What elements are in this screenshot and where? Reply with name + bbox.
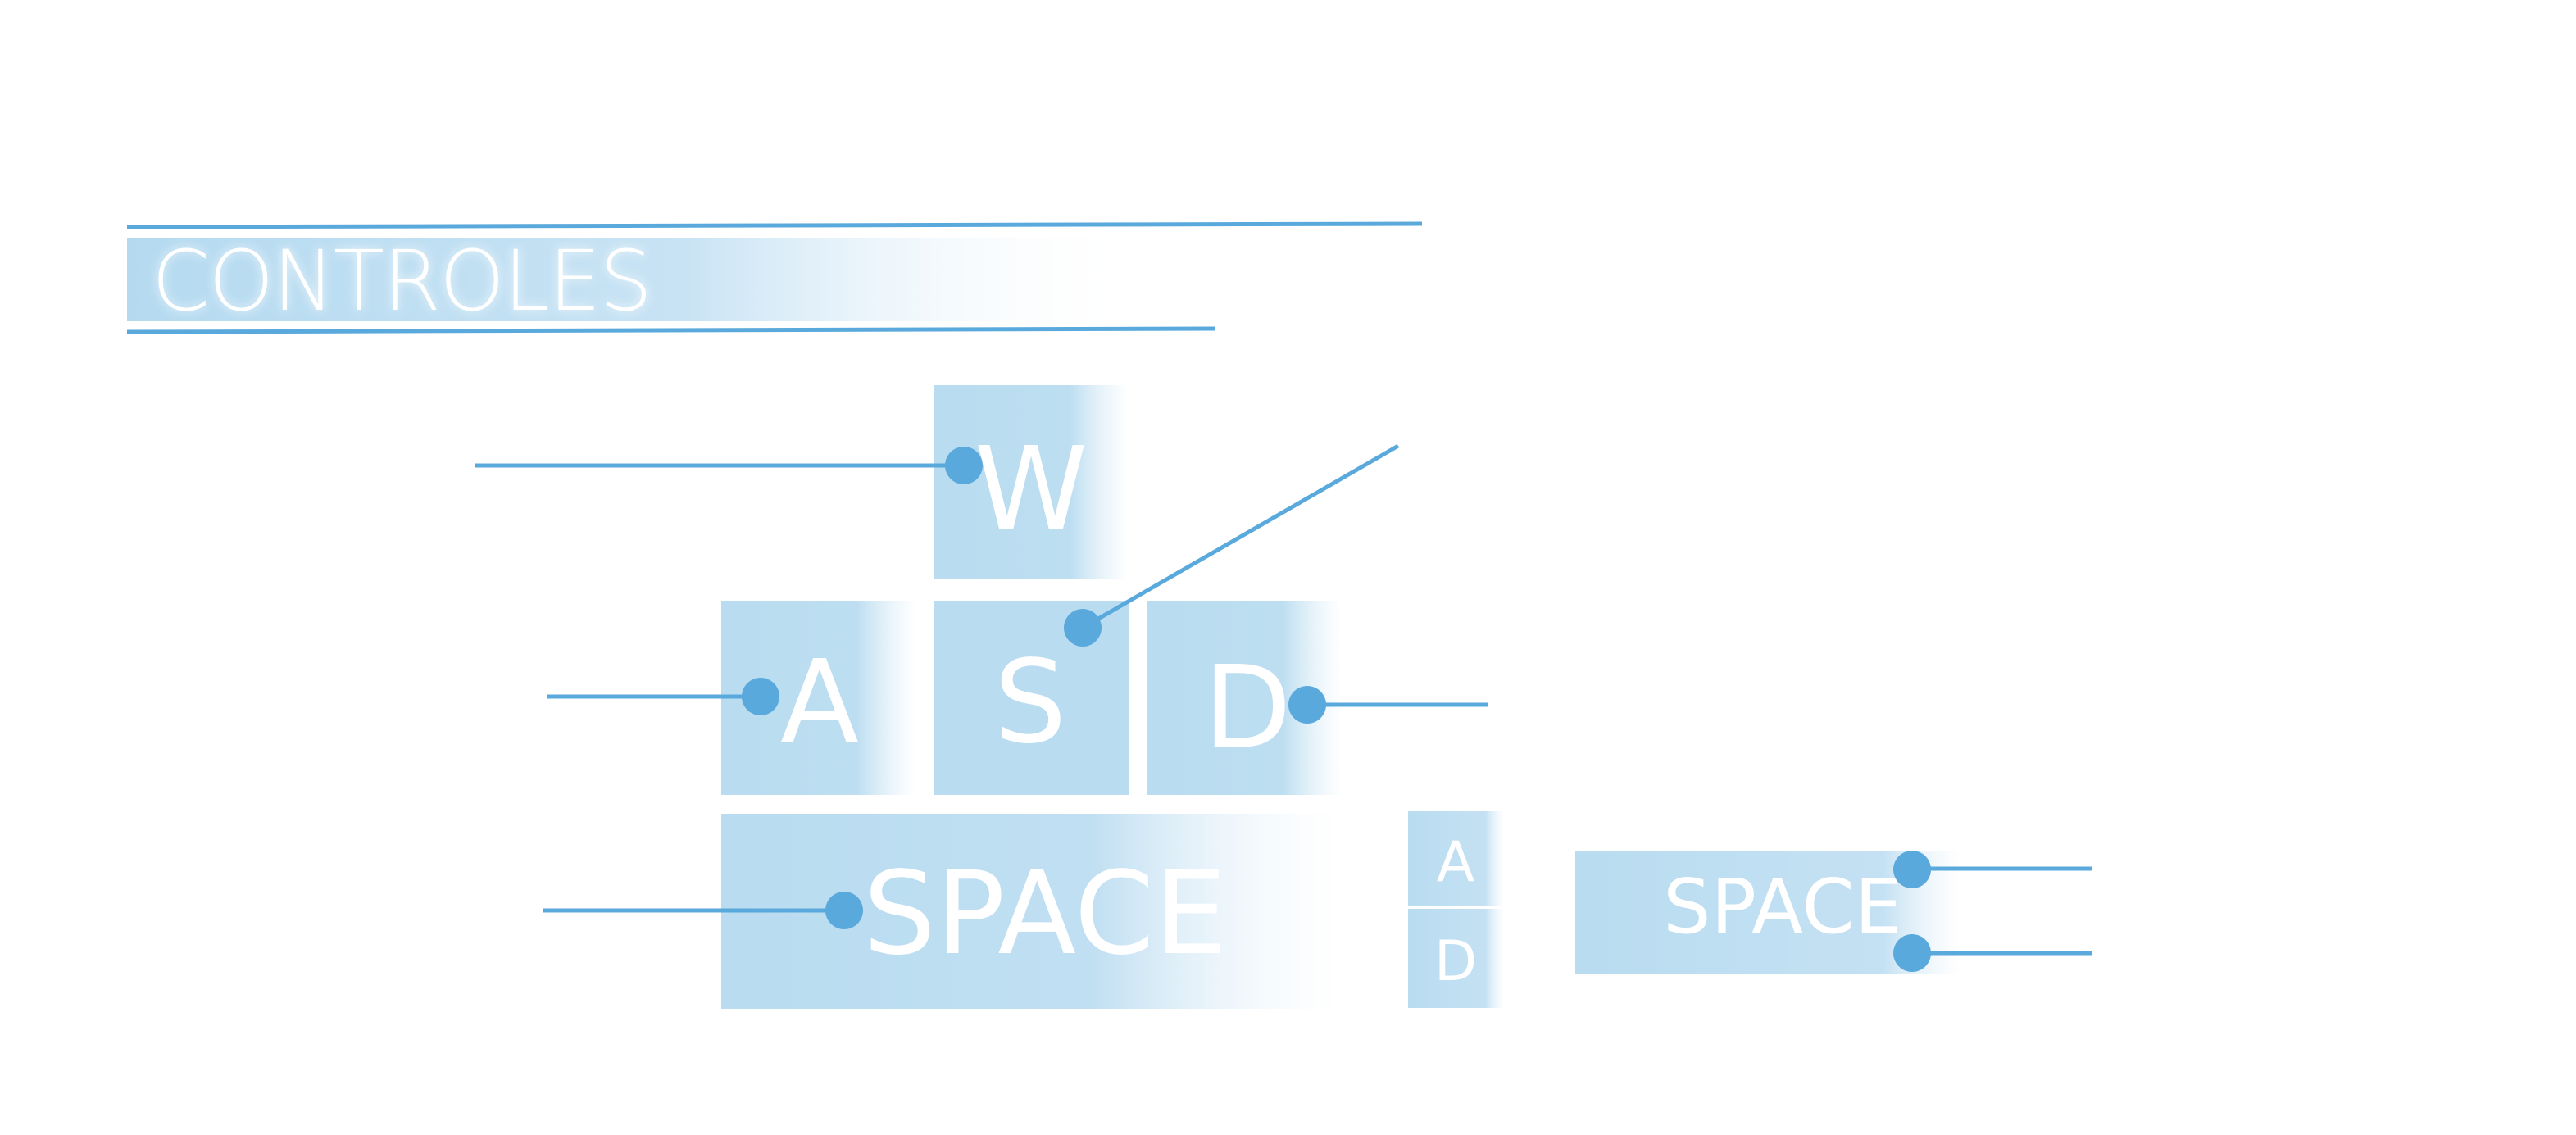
combo-bottom-label: D [1434,929,1477,994]
key-a-label: A [780,636,859,770]
key-w-label: W [975,423,1088,556]
callout-a-dot [742,678,779,715]
page-title: CONTROLES [152,233,651,330]
callout-space [543,892,863,929]
callout-space-dot [825,892,863,929]
combo-top-label: A [1437,830,1475,895]
callout-s-line [1081,443,1400,630]
callout-a [547,678,779,715]
key-d-label: D [1203,642,1292,775]
callout-w-dot [945,447,983,484]
callout-combo-bottom [1893,934,2092,972]
callout-combo-top [1893,851,2092,888]
title-banner: CONTROLES [126,221,1423,334]
callout-w [475,447,983,484]
combo-ad-cap [1408,811,1505,1008]
combo-space-label: SPACE [1663,863,1902,951]
callout-s [1064,443,1400,647]
title-bottom-rule [126,326,1215,334]
callout-combo-bottom-dot [1893,934,1931,972]
key-s-label: S [994,636,1067,770]
key-space-label: SPACE [863,847,1227,981]
callout-s-dot [1064,609,1102,647]
callout-d [1288,686,1488,724]
title-top-rule [126,221,1423,229]
callout-combo-top-dot [1893,851,1931,888]
title-background [127,238,1147,321]
callout-d-dot [1288,686,1326,724]
combo-ad-key: A D [1408,811,1505,1008]
key-a: A [721,601,915,795]
